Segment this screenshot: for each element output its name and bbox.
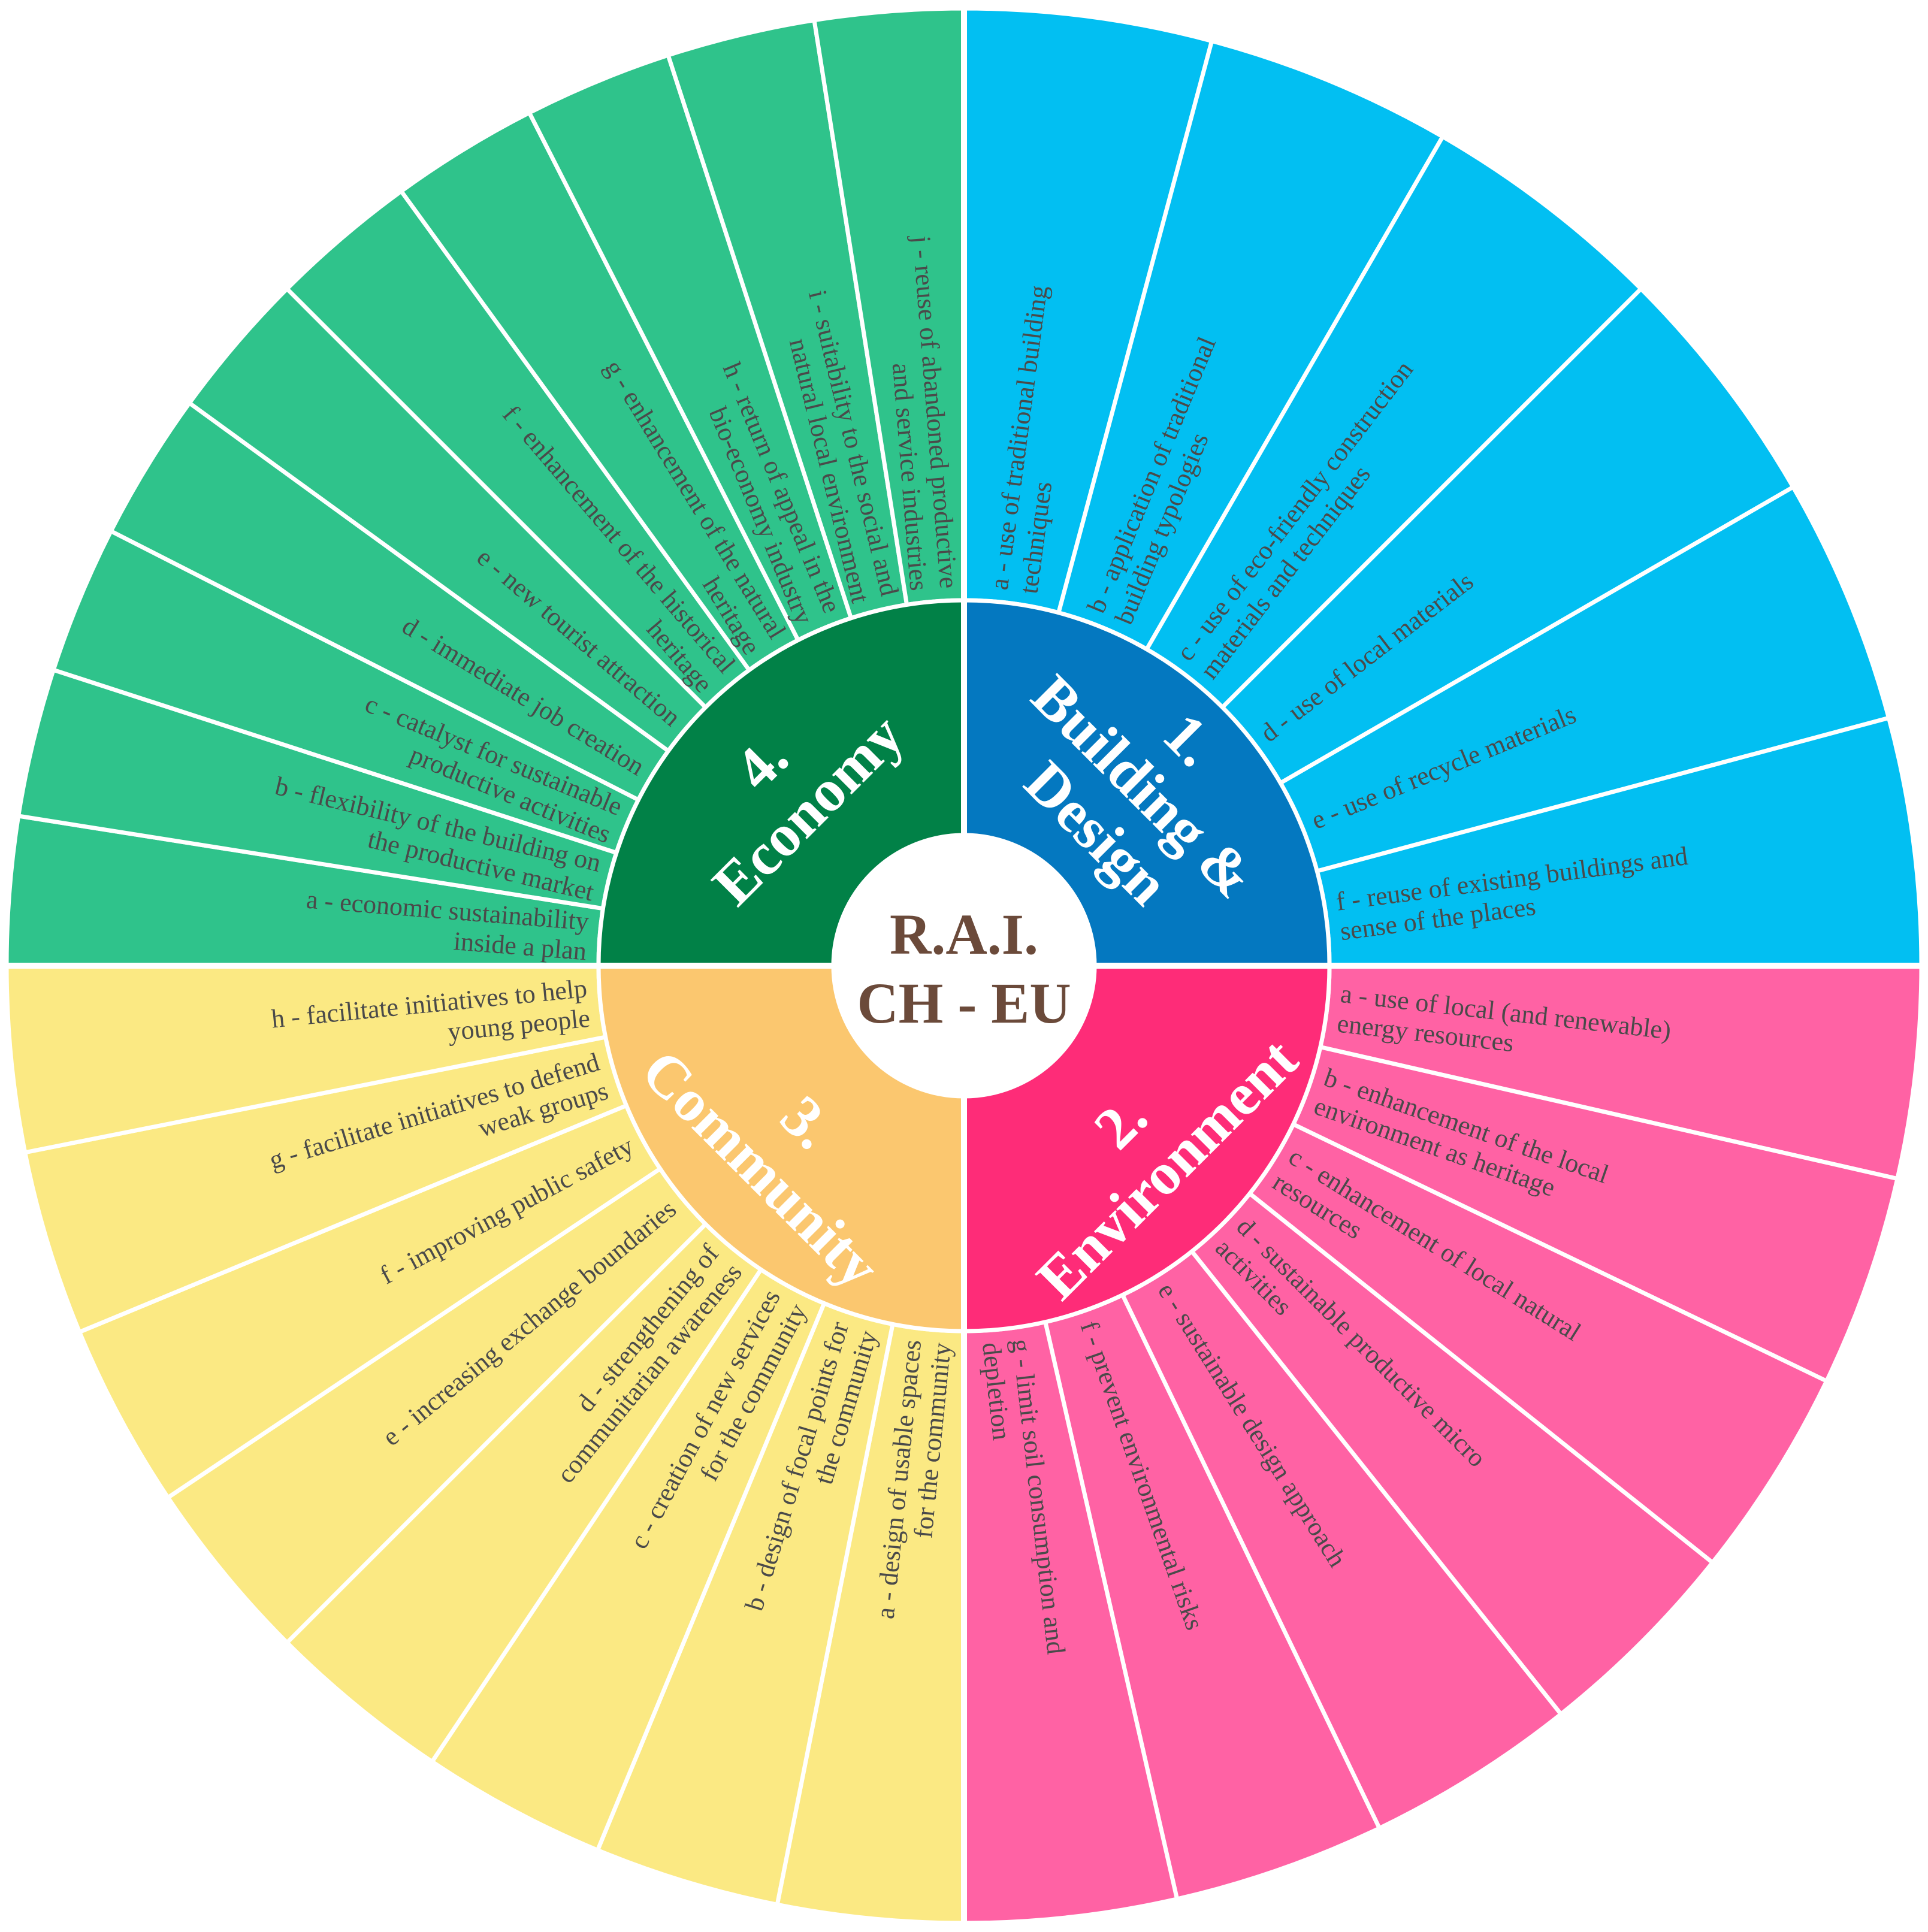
inner-quadrants: 1.Building &Design2.Environment3.Communi… <box>4 6 1924 1925</box>
outer-segments: a - use of traditional buildingtechnique… <box>4 6 1924 1925</box>
center-circle <box>837 839 1091 1093</box>
building-quadrant <box>962 598 1332 968</box>
community-quadrant <box>596 963 966 1334</box>
center-hub: R.A.I. CH - EU <box>837 839 1091 1093</box>
economy-quadrant <box>596 598 966 968</box>
center-title-line2: CH - EU <box>857 971 1071 1035</box>
environment-quadrant <box>962 963 1332 1334</box>
center-title-line1: R.A.I. <box>890 902 1038 966</box>
environment-item-a: a - use of local (and renewable)energy r… <box>1335 979 1672 1058</box>
